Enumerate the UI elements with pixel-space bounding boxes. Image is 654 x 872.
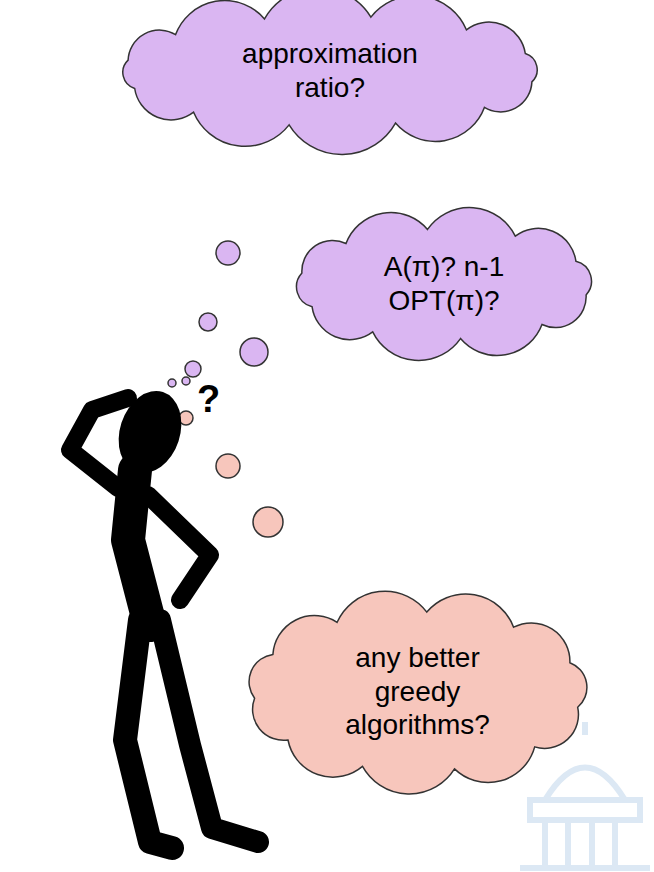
thought-text: approximation ratio? xyxy=(223,37,438,104)
cloud-text-group: approximation ratio? xyxy=(223,37,438,104)
thought-text: any better greedy algorithms? xyxy=(335,641,500,742)
thought-bubbles xyxy=(168,241,268,387)
cloud-outline xyxy=(110,2,550,140)
thought-bubbles xyxy=(179,411,283,537)
cloud-outline xyxy=(285,215,603,353)
cloud-shape xyxy=(249,591,587,794)
thinking-figure xyxy=(70,383,258,848)
thought-cloud: any better greedy algorithms? xyxy=(240,598,595,785)
cloud-text-group: A(π)? n-1 OPT(π)? xyxy=(374,250,514,317)
cloud-shape xyxy=(297,208,592,361)
cloud-shape xyxy=(123,0,537,154)
thought-text: A(π)? n-1 OPT(π)? xyxy=(374,250,514,317)
thought-cloud: A(π)? n-1 OPT(π)? xyxy=(285,215,603,353)
question-mark: ? xyxy=(197,378,220,421)
thought-cloud: approximation ratio? xyxy=(110,2,550,140)
cloud-text-group: any better greedy algorithms? xyxy=(335,641,500,742)
